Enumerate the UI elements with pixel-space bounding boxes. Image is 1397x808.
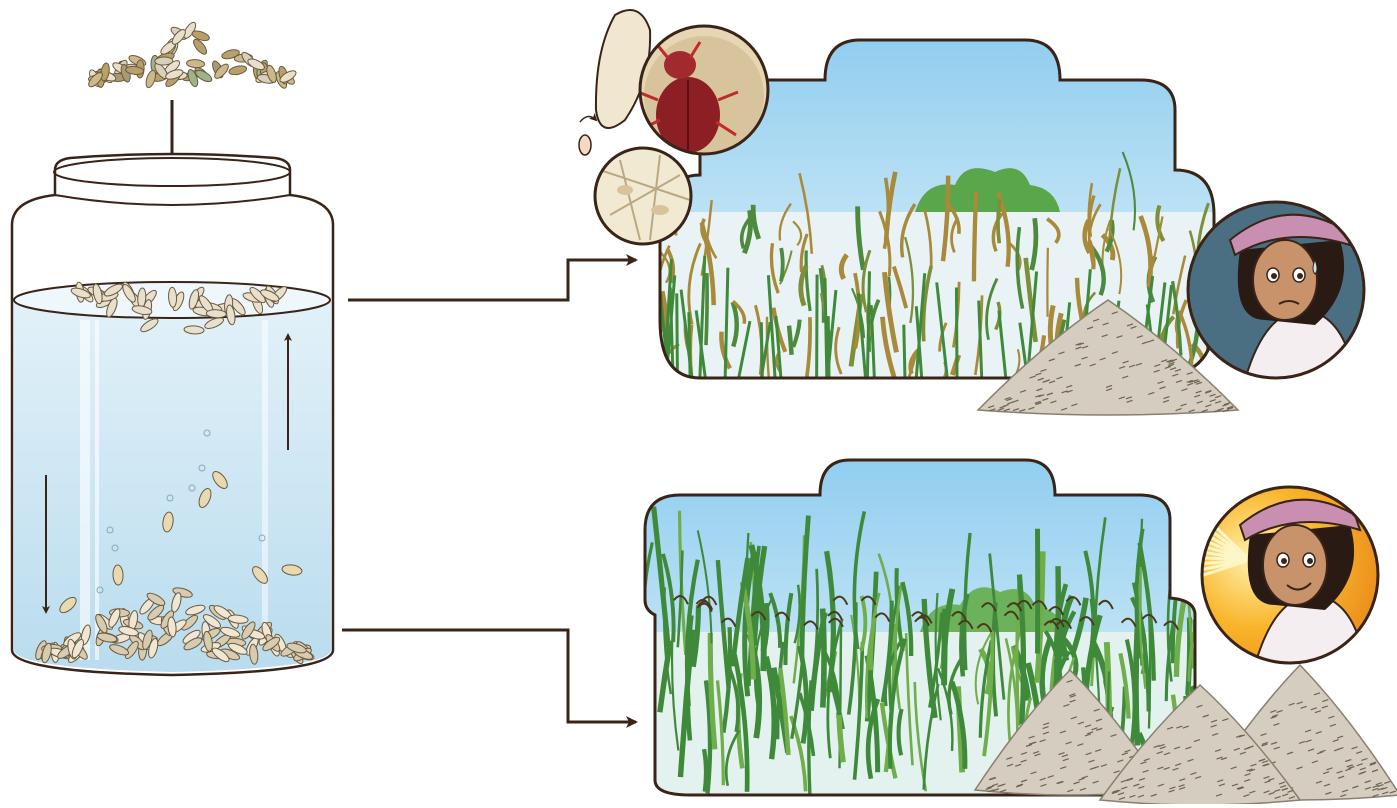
larva-icon xyxy=(579,116,596,155)
seed-pile xyxy=(86,21,297,90)
rice-stalk xyxy=(781,248,783,281)
worried-farmer-portrait xyxy=(1188,202,1364,380)
rice-grain xyxy=(113,565,124,585)
arrow-floating-to-poor-harvest xyxy=(348,260,636,300)
rice-stalk xyxy=(789,326,792,355)
arrow-sunken-to-good-harvest xyxy=(342,630,636,722)
rice-stalk xyxy=(998,199,1000,243)
rice-grain xyxy=(155,57,173,66)
grass-blade xyxy=(904,325,905,385)
rice-grain xyxy=(144,69,157,89)
rice-stalk xyxy=(704,749,706,792)
rice-grain xyxy=(206,309,226,318)
grass-blade xyxy=(825,278,827,385)
pupil xyxy=(1297,273,1303,279)
water-jar xyxy=(12,154,333,675)
rice-grain xyxy=(186,59,205,68)
rice-stalk xyxy=(823,609,824,708)
face xyxy=(1263,525,1327,605)
rice-stalk xyxy=(974,192,976,281)
rice-stalk xyxy=(944,609,945,686)
rice-stalk xyxy=(648,704,652,766)
rice-stalk xyxy=(640,633,650,690)
rice-stalk xyxy=(706,273,707,345)
pupil xyxy=(1271,273,1277,279)
rice-stalk xyxy=(638,662,653,771)
face xyxy=(1253,240,1317,320)
pupil xyxy=(1307,558,1313,564)
rice-stalk xyxy=(763,603,766,651)
rice-grain xyxy=(228,64,247,76)
grass-blade xyxy=(956,288,957,385)
pupil xyxy=(1281,558,1287,564)
